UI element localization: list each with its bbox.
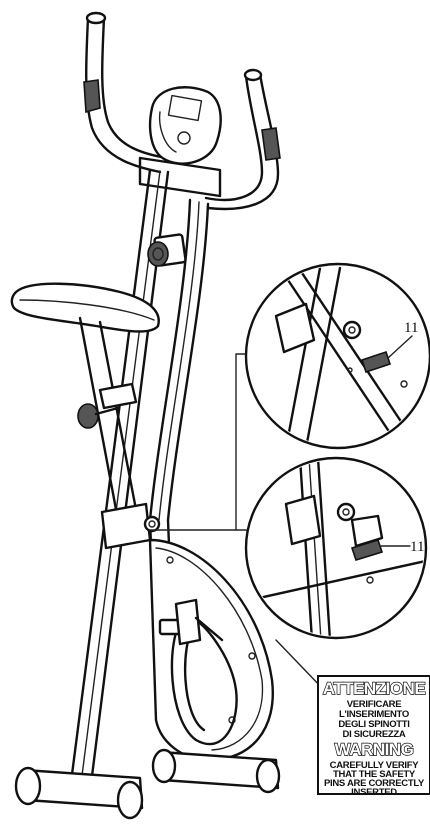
seat-knob	[77, 403, 99, 429]
warning-title-en: WARNING	[335, 740, 414, 759]
warning-title-it: ATTENZIONE	[323, 679, 426, 698]
pivot-bracket	[100, 502, 161, 550]
right-handle-end	[243, 68, 263, 82]
console	[148, 86, 222, 165]
console-button	[177, 131, 191, 145]
warning-line-it-1: VERIFICARE	[347, 699, 402, 710]
left-grip-sensor	[83, 79, 101, 114]
lower-callout-label: 11	[410, 539, 424, 555]
flywheel-housing	[148, 538, 275, 762]
detail-leaders	[149, 353, 325, 691]
warning-line-it-2: L'INSERIMENTO	[339, 709, 409, 720]
rear-right-foot	[255, 758, 281, 794]
warning-line-en-1: CAREFULLY VERIFY	[330, 760, 420, 771]
warning-label: ATTENZIONE VERIFICARE L'INSERIMENTO DEGL…	[317, 675, 430, 798]
detail-lower: 11	[244, 456, 428, 640]
rear-stabilizer	[151, 748, 281, 794]
detail-upper: 11	[244, 262, 430, 450]
upper-safety-pin	[360, 350, 392, 374]
console-display	[167, 94, 203, 122]
warning-line-it-3: DEGLI SPINOTTI	[338, 719, 409, 730]
seat-assembly	[10, 282, 160, 522]
lower-safety-pin	[350, 539, 384, 561]
lower-bolt	[336, 502, 356, 522]
front-left-foot	[14, 766, 42, 806]
warning-line-en-3: PINS ARE CORRECTLY	[324, 778, 425, 789]
front-stabilizer	[14, 766, 144, 820]
warning-line-en-4: INSERTED	[351, 787, 397, 798]
tension-knob	[147, 233, 187, 267]
pedal-crank	[158, 598, 238, 746]
rear-tube	[148, 198, 210, 722]
seat	[10, 282, 160, 333]
right-grip-sensor	[261, 127, 281, 161]
handlebar	[83, 11, 281, 211]
left-handle-end	[85, 11, 107, 25]
upper-callout-label: 11	[404, 320, 418, 336]
rear-left-foot	[151, 748, 177, 784]
warning-line-en-2: THAT THE SAFETY	[333, 769, 416, 780]
front-right-foot	[116, 780, 144, 820]
upper-bolt	[342, 320, 362, 340]
warning-line-it-4: DI SICUREZZA	[343, 729, 406, 740]
